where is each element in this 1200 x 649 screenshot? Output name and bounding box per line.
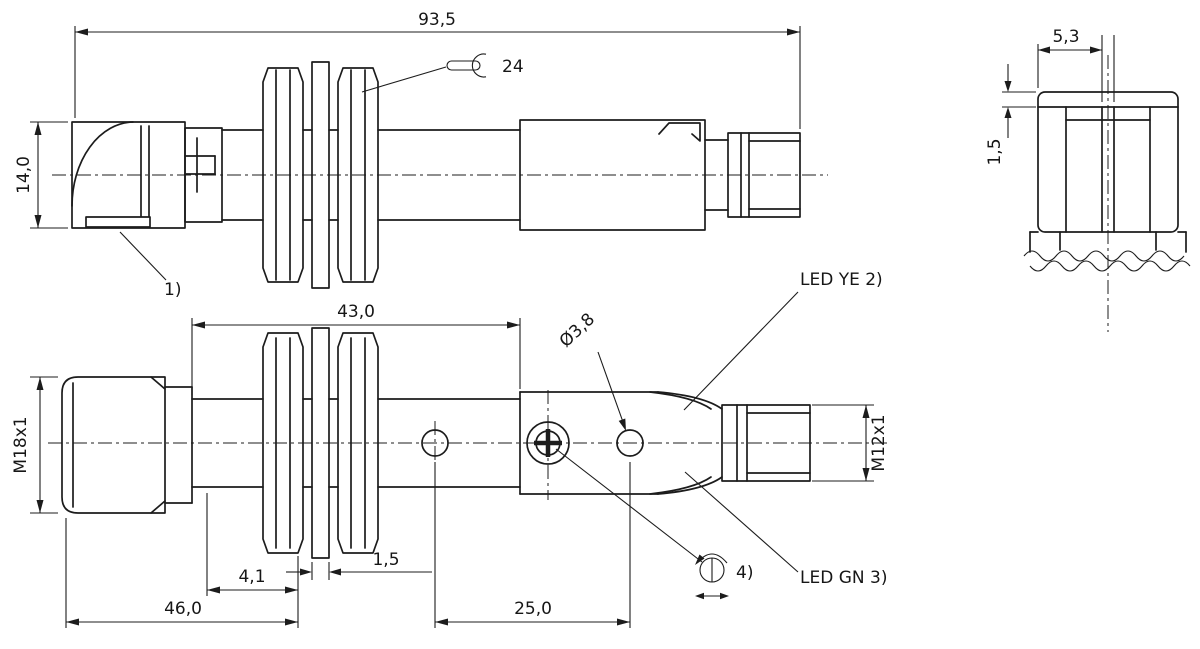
top-view: 43,0 M18x1 M12x1 Ø3,8 LED YE 2) xyxy=(11,270,889,628)
end-view-body xyxy=(1037,91,1179,233)
side-view: 93,5 14,0 24 1) xyxy=(14,10,828,300)
dim-nut-offset-label: 4,1 xyxy=(238,567,265,587)
dim-overall-length: 93,5 xyxy=(74,10,801,129)
dim-thread-length: 43,0 xyxy=(191,302,521,395)
dim-head-height-label: 14,0 xyxy=(14,156,34,194)
sensor-body-top xyxy=(377,391,723,495)
dim-hole-spacing: 25,0 xyxy=(434,462,631,628)
dim-slot-offset: 5,3 xyxy=(1037,27,1115,102)
note-1-label: 1) xyxy=(164,280,181,300)
end-view-break xyxy=(1023,231,1191,272)
dim-mount-length-label: 46,0 xyxy=(164,599,202,619)
dim-head-height: 14,0 xyxy=(14,121,68,229)
thread-connector-label: M12x1 xyxy=(869,414,889,471)
wrench-icon xyxy=(446,53,487,78)
dim-mount-length: 46,0 xyxy=(65,518,298,628)
note-4-label: 4) xyxy=(736,563,753,583)
turn-adjust-icon xyxy=(695,553,729,600)
led-window-top-edge xyxy=(657,391,723,410)
dim-thread-barrel: M18x1 xyxy=(11,376,58,514)
dim-slot-offset-label: 5,3 xyxy=(1052,27,1079,47)
callout-led-green: LED GN 3) xyxy=(684,471,887,588)
callout-led-yellow: LED YE 2) xyxy=(683,270,883,411)
sensor-head-top xyxy=(61,376,193,514)
wrench-size-callout: 24 xyxy=(361,53,524,93)
dim-washer-thickness-label: 1,5 xyxy=(372,550,399,570)
sensor-body-side xyxy=(377,119,706,231)
mounting-nuts-top xyxy=(191,327,379,559)
dim-thread-length-label: 43,0 xyxy=(337,302,375,322)
mounting-clip xyxy=(658,122,701,142)
mounting-nuts-side xyxy=(221,61,379,289)
end-view: 5,3 1,5 xyxy=(985,27,1191,332)
led-green-label: LED GN 3) xyxy=(800,568,887,588)
callout-adjust: 4) xyxy=(555,448,753,600)
dim-thread-connector: M12x1 xyxy=(812,404,889,482)
wrench-size-label: 24 xyxy=(502,57,524,77)
led-yellow-label: LED YE 2) xyxy=(800,270,883,290)
connector-top xyxy=(721,404,811,482)
mounting-hole xyxy=(421,421,449,465)
potentiometer xyxy=(526,390,570,500)
callout-hole-diameter: Ø3,8 xyxy=(556,309,626,431)
led-window-bottom-edge xyxy=(657,476,723,495)
dim-lip-height: 1,5 xyxy=(985,64,1036,166)
dim-overall-length-label: 93,5 xyxy=(418,10,456,30)
dim-lip-height-label: 1,5 xyxy=(985,138,1005,165)
thread-barrel-label: M18x1 xyxy=(11,416,31,473)
connector-side xyxy=(704,132,801,218)
note-1-callout: 1) xyxy=(119,231,181,300)
led-hole xyxy=(616,429,644,457)
sensor-head-side xyxy=(71,121,223,229)
dim-hole-spacing-label: 25,0 xyxy=(514,599,552,619)
hole-diameter-label: Ø3,8 xyxy=(556,309,599,351)
dim-nut-offset: 4,1 xyxy=(206,493,299,628)
dim-washer-thickness: 1,5 xyxy=(286,550,432,580)
